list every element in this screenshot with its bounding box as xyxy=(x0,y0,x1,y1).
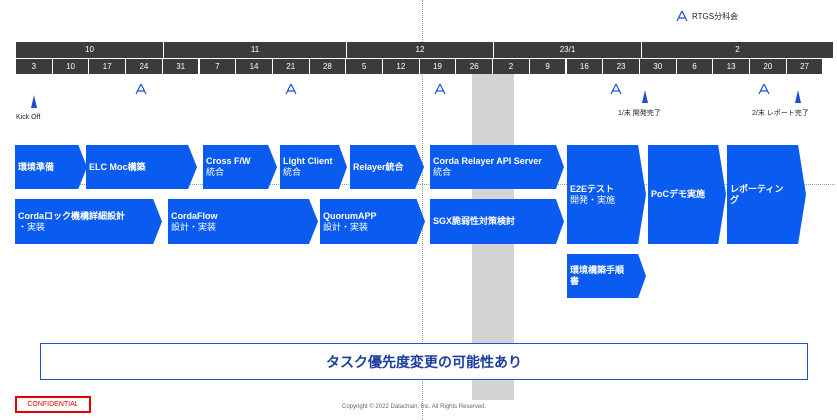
task-e2e-title: E2Eテスト xyxy=(570,183,615,194)
task-corda-flow-sub: 設計・実装 xyxy=(171,221,217,232)
report-done-milestone-icon xyxy=(795,90,801,103)
task-light-client-title: Light Client xyxy=(283,156,333,166)
task-light-client-sub: 統合 xyxy=(283,167,302,177)
task-quorum-app-sub: 設計・実装 xyxy=(323,221,369,232)
task-quorum-app-title: QuorumAPP xyxy=(323,210,377,221)
task-corda-relayer-title: Corda Relayer API Server xyxy=(433,156,542,166)
week-header-cell: 12 xyxy=(382,59,419,74)
rtgs-triangle-icon xyxy=(758,83,770,95)
report-done-label: 2/末 レポート完了 xyxy=(752,110,809,117)
task-e2e-sub: 開発・実施 xyxy=(570,194,616,205)
week-header-cell: 3 xyxy=(15,59,52,74)
confidential-label: CONFIDENTIAL xyxy=(15,396,91,413)
task-light-client: Light Client 統合 xyxy=(280,145,347,189)
week-header-cell: 26 xyxy=(455,59,493,74)
week-header-cell: 9 xyxy=(528,59,566,74)
row-guide-line xyxy=(15,184,835,185)
week-header-cell: 28 xyxy=(308,59,346,74)
kickoff-milestone-icon xyxy=(31,95,37,108)
task-corda-relayer: Corda Relayer API Server 統合 xyxy=(430,145,564,189)
task-corda-relayer-sub: 統合 xyxy=(433,167,452,177)
task-sgx: SGX脆弱性対策検討 xyxy=(430,199,564,244)
task-relayer: Relayer統合 xyxy=(350,145,424,189)
task-corda-lock-title: Cordaロック機構詳細設計 xyxy=(18,210,126,221)
priority-note-box: タスク優先度変更の可能性あり xyxy=(40,343,808,380)
week-header-cell: 13 xyxy=(712,59,749,74)
task-elc-moc: ELC Moc構築 xyxy=(86,145,197,189)
task-corda-flow-title: CordaFlow xyxy=(171,210,218,221)
rtgs-triangle-icon xyxy=(285,83,297,95)
week-header-cell: 24 xyxy=(125,59,162,74)
dev-done-milestone-icon xyxy=(642,90,648,103)
task-reporting: レポーティング xyxy=(727,145,806,244)
month-header: 12 xyxy=(346,42,493,58)
week-header-cell: 20 xyxy=(749,59,786,74)
week-header-cell: 31 xyxy=(161,59,199,74)
week-header-cell: 7 xyxy=(198,59,236,74)
month-header: 11 xyxy=(163,42,346,58)
task-corda-flow: CordaFlow 設計・実装 xyxy=(168,199,318,244)
kickoff-label: Kick Off xyxy=(16,114,41,121)
rtgs-triangle-icon xyxy=(610,83,622,95)
task-env-prep: 環境準備 xyxy=(15,145,87,189)
task-corda-lock: Cordaロック機構詳細設計 ・実装 xyxy=(15,199,162,244)
month-header: 10 xyxy=(15,42,163,58)
week-header-cell: 6 xyxy=(675,59,713,74)
task-cross-fw-title: Cross F/W xyxy=(206,156,251,166)
legend-label: RTGS分科会 xyxy=(692,12,739,21)
week-header-cell: 10 xyxy=(51,59,89,74)
week-header-cell: 17 xyxy=(88,59,126,74)
week-header-cell: 5 xyxy=(345,59,382,74)
today-marker-line xyxy=(422,0,423,420)
week-header-cell: 2 xyxy=(492,59,529,74)
rtgs-triangle-icon xyxy=(135,83,147,95)
week-header-cell: 21 xyxy=(271,59,309,74)
week-header-cell: 23 xyxy=(602,59,639,74)
rtgs-triangle-icon xyxy=(676,10,688,22)
week-header-cell: 14 xyxy=(235,59,272,74)
month-header: 23/1 xyxy=(493,42,641,58)
task-quorum-app: QuorumAPP 設計・実装 xyxy=(320,199,425,244)
rtgs-triangle-icon xyxy=(434,83,446,95)
task-corda-lock-sub: ・実装 xyxy=(18,221,46,232)
week-header-cell: 30 xyxy=(638,59,676,74)
task-cross-fw: Cross F/W 統合 xyxy=(203,145,277,189)
dev-done-label: 1/末 開発完了 xyxy=(618,110,661,117)
task-env-manual: 環境構築手順書 xyxy=(567,254,646,298)
task-e2e: E2Eテスト 開発・実施 xyxy=(567,145,646,244)
task-poc: PoCデモ実施 xyxy=(648,145,726,244)
copyright-text: Copyright © 2022 Datachain, Inc. All Rig… xyxy=(342,404,487,410)
task-cross-fw-sub: 統合 xyxy=(206,167,225,177)
week-header-cell: 16 xyxy=(565,59,603,74)
week-header-cell: 27 xyxy=(785,59,823,74)
priority-note-text: タスク優先度変更の可能性あり xyxy=(326,353,522,370)
week-header-cell: 19 xyxy=(418,59,456,74)
month-header: 2 xyxy=(641,42,833,58)
